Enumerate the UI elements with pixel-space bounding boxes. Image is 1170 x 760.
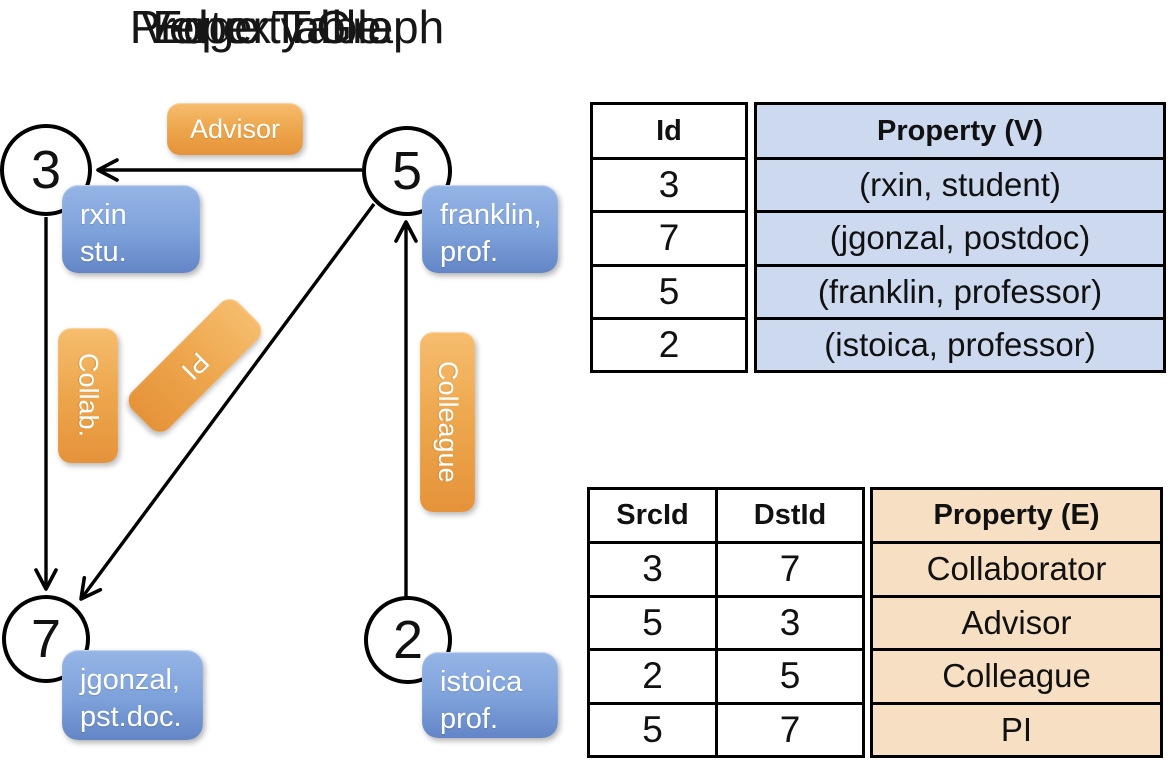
table-cell-dstid: 7 <box>715 541 862 595</box>
table-cell-dstid: 5 <box>715 648 862 702</box>
edge-table-id-columns: SrcId DstId 3 7 5 3 2 5 5 7 <box>587 487 865 758</box>
table-cell-property: PI <box>873 701 1160 756</box>
table-cell-srcid: 5 <box>590 701 715 756</box>
edge-label-pi: PI <box>123 293 267 438</box>
table-cell-id: 3 <box>593 157 745 210</box>
vertex-id: 2 <box>392 610 424 670</box>
node-label-line2: stu. <box>80 236 127 268</box>
edge-label-text: PI <box>175 346 215 386</box>
node-label-franklin: franklin, prof. <box>422 185 558 273</box>
property-graph-title: Property Graph <box>129 1 445 53</box>
edge-label-advisor: Advisor <box>167 103 303 155</box>
node-label-line2: pst.doc. <box>80 701 182 733</box>
vertex-table-id-column: Id 3 7 5 2 <box>590 102 748 373</box>
table-cell-srcid: 3 <box>590 541 715 595</box>
table-cell-id: 7 <box>593 210 745 263</box>
table-cell-property: (franklin, professor) <box>757 263 1163 317</box>
table-cell-dstid: 7 <box>715 701 862 755</box>
column-header-dstid: DstId <box>715 490 862 541</box>
table-cell-property: Collaborator <box>873 541 1160 595</box>
column-header-property-e: Property (E) <box>933 499 1100 531</box>
edge-label-colleague: Colleague <box>420 332 475 512</box>
node-label-jgonzal: jgonzal, pst.doc. <box>62 650 203 740</box>
table-cell-property: (rxin, student) <box>757 157 1163 210</box>
node-label-rxin: rxin stu. <box>62 185 200 273</box>
node-label-line1: istoica <box>440 666 523 698</box>
edge-label-text: Collab. <box>73 353 104 438</box>
vertex-id: 5 <box>391 141 423 201</box>
node-label-istoica: istoica prof. <box>422 652 558 738</box>
column-header-id: Id <box>656 114 682 147</box>
edge-label-collab: Collab. <box>58 328 118 463</box>
edge-label-text: Colleague <box>433 361 463 483</box>
vertex-id: 7 <box>30 609 62 669</box>
node-label-line2: prof. <box>440 703 499 735</box>
vertex-table-property-column: Property (V) (rxin, student) (jgonzal, p… <box>754 102 1166 373</box>
edge-table-property-column: Property (E) Collaborator Advisor Collea… <box>870 487 1163 758</box>
node-label-line1: franklin, <box>440 199 542 231</box>
table-cell-property: (istoica, professor) <box>757 316 1163 370</box>
table-cell-dstid: 3 <box>715 594 862 648</box>
vertex-id: 3 <box>30 140 62 200</box>
node-label-line2: prof. <box>440 236 499 268</box>
table-cell-id: 5 <box>593 263 745 317</box>
table-cell-id: 2 <box>593 316 745 370</box>
vertex-table-title: Vertex Table <box>140 1 394 53</box>
column-header-srcid: SrcId <box>616 499 689 531</box>
table-cell-srcid: 5 <box>590 594 715 649</box>
node-label-line1: rxin <box>80 199 127 231</box>
table-cell-property: (jgonzal, postdoc) <box>757 210 1163 263</box>
edge-label-text: Advisor <box>189 113 281 144</box>
table-cell-srcid: 2 <box>590 648 715 702</box>
column-header-property-v: Property (V) <box>877 114 1043 147</box>
table-cell-property: Advisor <box>873 594 1160 649</box>
edge-table-title: Edge Table <box>152 1 382 53</box>
node-label-line1: jgonzal, <box>80 664 180 696</box>
table-cell-property: Colleague <box>873 648 1160 702</box>
